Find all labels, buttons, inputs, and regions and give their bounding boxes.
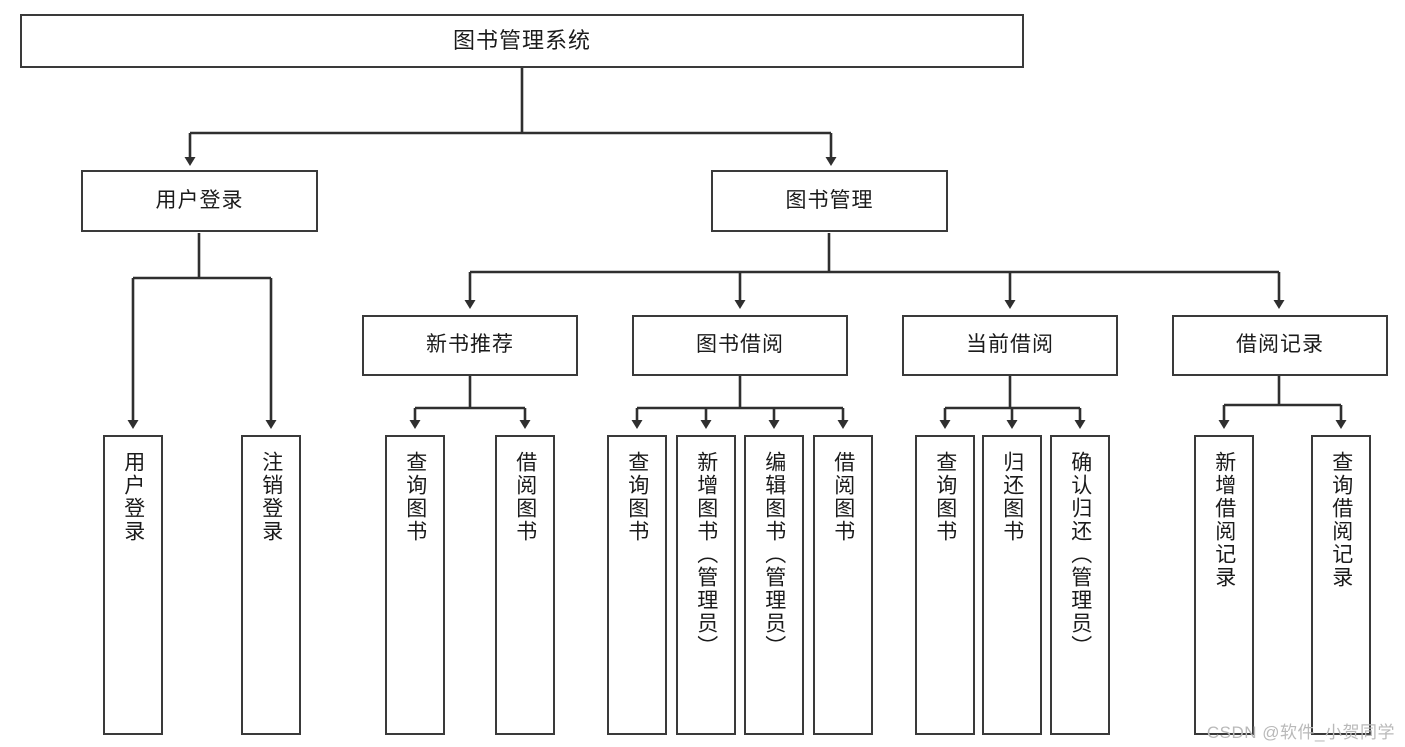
node-label: 新增图书（管理员） (694, 451, 718, 658)
leaf-user-login-login[interactable]: 用户登录 (103, 435, 163, 735)
node-label: 图书借阅 (696, 333, 784, 357)
leaf-current-borrow-return[interactable]: 归还图书 (982, 435, 1042, 735)
node-root-system[interactable]: 图书管理系统 (20, 14, 1024, 68)
node-label: 图书管理 (785, 188, 874, 212)
node-label: 确认归还（管理员） (1068, 451, 1092, 658)
node-label: 查询图书 (625, 451, 649, 543)
node-label: 用户登录 (121, 451, 145, 543)
node-label: 归还图书 (1000, 451, 1024, 543)
node-label: 借阅图书 (831, 451, 855, 543)
node-label: 借阅记录 (1236, 333, 1324, 357)
leaf-book-borrow-query[interactable]: 查询图书 (607, 435, 667, 735)
node-current-borrow[interactable]: 当前借阅 (902, 315, 1118, 376)
leaf-borrow-record-query[interactable]: 查询借阅记录 (1311, 435, 1371, 735)
node-label: 查询借阅记录 (1329, 451, 1353, 589)
node-book-management[interactable]: 图书管理 (711, 170, 948, 232)
leaf-current-borrow-query[interactable]: 查询图书 (915, 435, 975, 735)
node-label: 查询图书 (403, 451, 427, 543)
node-label: 用户登录 (155, 188, 244, 212)
leaf-new-book-borrow[interactable]: 借阅图书 (495, 435, 555, 735)
node-label: 新书推荐 (426, 333, 514, 357)
leaf-current-borrow-confirm-return[interactable]: 确认归还（管理员） (1050, 435, 1110, 735)
node-book-borrow[interactable]: 图书借阅 (632, 315, 848, 376)
node-user-login[interactable]: 用户登录 (81, 170, 318, 232)
leaf-user-login-logout[interactable]: 注销登录 (241, 435, 301, 735)
leaf-book-borrow-borrow[interactable]: 借阅图书 (813, 435, 873, 735)
node-label: 图书管理系统 (452, 28, 591, 54)
node-label: 注销登录 (259, 451, 283, 543)
leaf-book-borrow-edit[interactable]: 编辑图书（管理员） (744, 435, 804, 735)
node-label: 新增借阅记录 (1212, 451, 1236, 589)
leaf-borrow-record-add[interactable]: 新增借阅记录 (1194, 435, 1254, 735)
csdn-watermark: CSDN @软件_小贺同学 (1206, 723, 1395, 742)
node-label: 查询图书 (933, 451, 957, 543)
node-new-book-recommend[interactable]: 新书推荐 (362, 315, 578, 376)
node-label: 当前借阅 (966, 333, 1054, 357)
node-label: 编辑图书（管理员） (762, 451, 786, 658)
leaf-book-borrow-add[interactable]: 新增图书（管理员） (676, 435, 736, 735)
node-label: 借阅图书 (513, 451, 537, 543)
node-borrow-record[interactable]: 借阅记录 (1172, 315, 1388, 376)
leaf-new-book-query[interactable]: 查询图书 (385, 435, 445, 735)
